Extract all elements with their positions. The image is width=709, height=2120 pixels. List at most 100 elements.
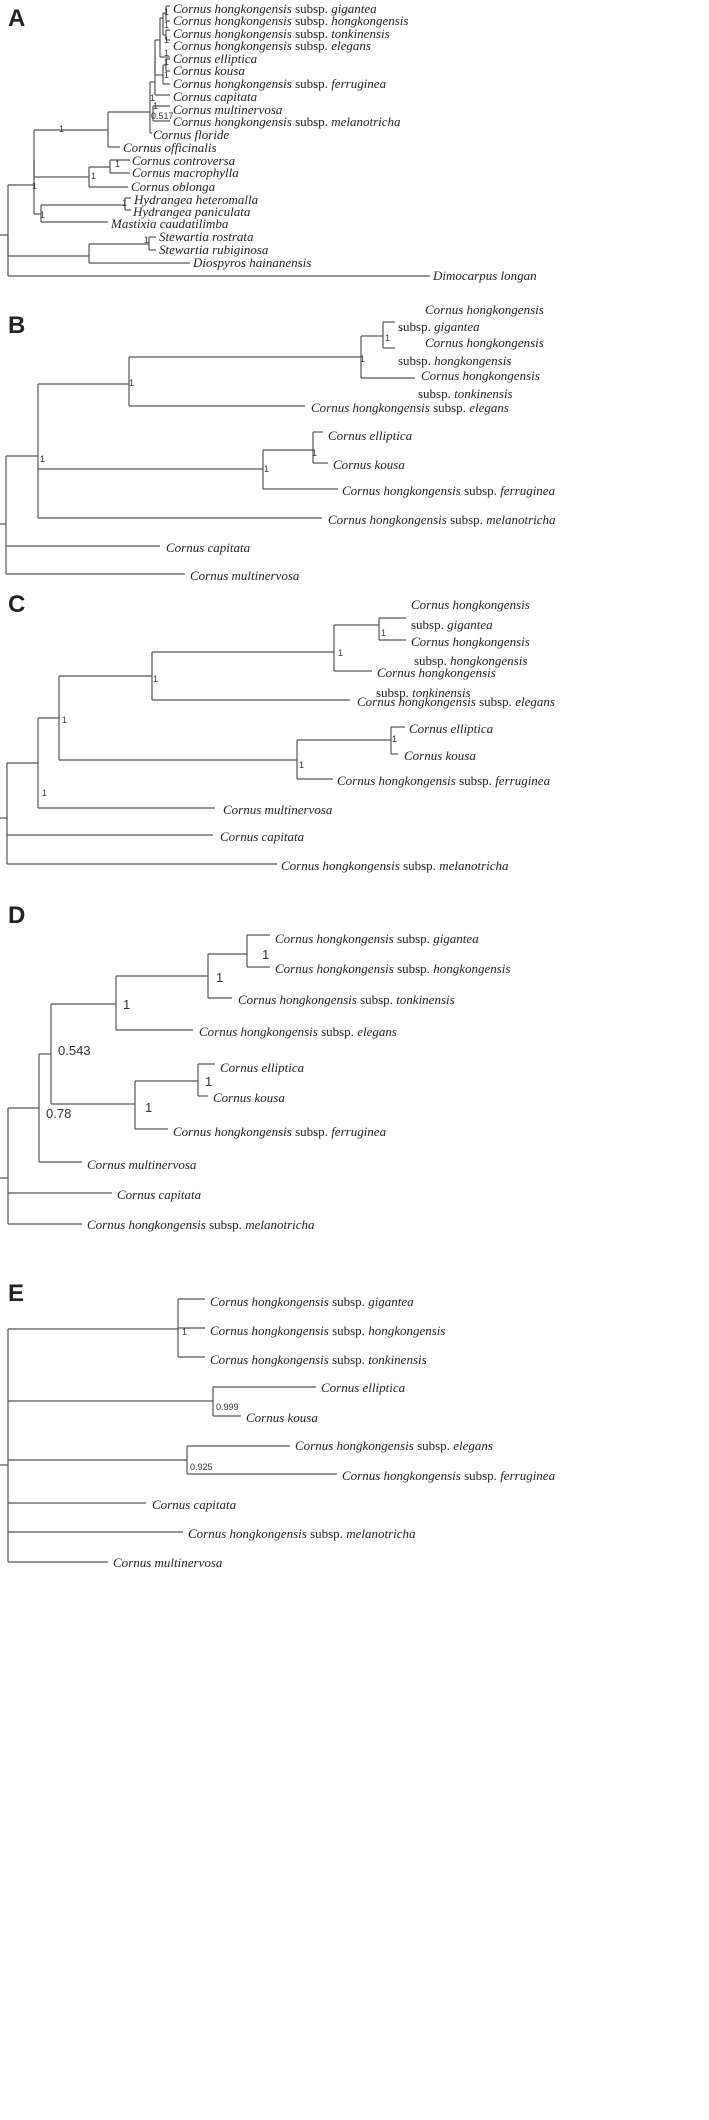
taxon-label: subsp. gigantea [411,617,493,632]
taxon-rank: subsp. [398,319,431,334]
taxon-genus-species: Cornus controversa [132,153,236,168]
taxon-rank: subsp. [430,400,466,415]
taxon-rank: subsp. [329,1352,365,1367]
taxon-genus-species: Cornus elliptica [328,428,413,443]
taxon-epithet: gigantea [365,1294,414,1309]
taxon-label: Cornus oblonga [131,179,216,194]
tree-panel-e: E Cornus hongkongensis subsp. giganteaCor… [0,1280,556,1570]
support-value: 1 [164,48,169,58]
taxon-label: Cornus hongkongensis subsp. tonkinensis [210,1352,427,1367]
taxon-genus-species: Cornus hongkongensis [173,13,292,28]
taxon-genus-species: Cornus hongkongensis [275,931,394,946]
taxon-genus-species: Stewartia rubiginosa [159,242,269,257]
taxon-label: Stewartia rubiginosa [159,242,269,257]
taxon-epithet: elegans [450,1438,493,1453]
taxon-rank: subsp. [461,1468,497,1483]
taxon-genus-species: Cornus officinalis [123,140,217,155]
taxon-epithet: hongkongensis [447,653,528,668]
taxon-label: Cornus hongkongensis subsp. ferruginea [337,773,551,788]
taxon-epithet: ferruginea [497,1468,556,1483]
taxon-genus-species: Stewartia rostrata [159,229,254,244]
tree-branches [0,934,270,1225]
taxon-genus-species: Cornus hongkongensis [173,76,292,91]
taxon-rank: subsp. [357,992,393,1007]
taxon-genus-species: Cornus multinervosa [190,568,300,583]
support-value: 1 [262,947,269,962]
taxon-genus-species: Cornus hongkongensis [238,992,357,1007]
taxon-genus-species: Cornus multinervosa [223,802,333,817]
support-value: 1 [164,35,169,45]
taxon-epithet: elegans [512,694,555,709]
taxon-epithet: melanotricha [483,512,556,527]
taxon-genus-species: Cornus hongkongensis [199,1024,318,1039]
taxon-rank: subsp. [292,1124,328,1139]
taxon-label: Cornus hongkongensis [411,597,530,612]
taxon-genus-species: Cornus hongkongensis [87,1217,206,1232]
taxon-label: Cornus hongkongensis subsp. ferruginea [342,1468,556,1483]
taxon-label: Cornus capitata [152,1497,237,1512]
taxon-label: Cornus hongkongensis [377,665,496,680]
panel-label: E [8,1280,24,1307]
support-value: 1 [164,57,169,67]
taxon-label: Cornus multinervosa [113,1555,223,1570]
taxon-label: Cornus hongkongensis subsp. melanotricha [188,1526,416,1541]
taxon-genus-species: Dimocarpus longan [432,268,537,283]
taxon-label: Cornus hongkongensis subsp. gigantea [210,1294,414,1309]
taxon-epithet: elegans [328,38,371,53]
taxon-genus-species: Cornus hongkongensis [425,335,544,350]
taxon-epithet: ferruginea [497,483,556,498]
taxon-label: Cornus hongkongensis [411,634,530,649]
taxon-label: Cornus controversa [132,153,236,168]
taxon-genus-species: Cornus multinervosa [87,1157,197,1172]
taxon-label: Cornus elliptica [409,721,494,736]
support-value: 1 [123,997,130,1012]
taxon-label: Cornus kousa [246,1410,318,1425]
taxon-genus-species: Cornus elliptica [321,1380,406,1395]
taxon-rank: subsp. [411,617,444,632]
taxon-epithet: melanotricha [242,1217,315,1232]
taxon-rank: subsp. [329,1294,365,1309]
taxon-genus-species: Cornus hongkongensis [173,1124,292,1139]
taxon-genus-species: Diospyros hainanensis [192,255,311,270]
taxon-label: subsp. hongkongensis [398,353,511,368]
taxon-label: Cornus hongkongensis subsp. melanotricha [328,512,556,527]
taxon-label: subsp. tonkinensis [376,685,471,700]
support-value: 1 [62,715,67,725]
taxon-label: Diospyros hainanensis [192,255,311,270]
taxon-genus-species: Cornus capitata [166,540,251,555]
support-value: 1 [59,124,64,134]
support-value: 1 [360,354,365,364]
taxon-genus-species: Cornus hongkongensis [357,694,476,709]
taxon-label: Cornus hongkongensis subsp. tonkinensis [173,26,390,41]
tree-branches [0,617,406,865]
taxon-genus-species: Mastixia caudatilimba [110,216,229,231]
taxon-epithet: elegans [354,1024,397,1039]
taxon-rank: subsp. [292,114,328,129]
taxon-label: Cornus hongkongensis [425,302,544,317]
taxon-genus-species: Cornus macrophylla [132,165,239,180]
support-value: 0.925 [190,1462,213,1472]
taxon-genus-species: Cornus hongkongensis [421,368,540,383]
taxon-rank: subsp. [292,26,328,41]
taxon-rank: subsp. [414,653,447,668]
taxon-genus-species: Cornus multinervosa [113,1555,223,1570]
support-value: 1 [40,210,45,220]
taxon-label: Cornus kousa [404,748,476,763]
taxon-epithet: melanotricha [328,114,401,129]
taxon-rank: subsp. [307,1526,343,1541]
taxon-label: Cornus hongkongensis subsp. elegans [199,1024,397,1039]
taxon-epithet: tonkinensis [409,685,471,700]
taxon-label: Mastixia caudatilimba [110,216,229,231]
support-value: 0.517 [151,111,174,121]
panel-label: D [8,902,25,929]
taxon-label: Cornus capitata [220,829,305,844]
support-value: 1 [40,454,45,464]
taxon-genus-species: Cornus elliptica [173,51,258,66]
taxon-rank: subsp. [394,961,430,976]
panel-label: C [8,591,25,618]
support-value: 0.543 [58,1043,91,1058]
taxon-label: Cornus hongkongensis subsp. elegans [311,400,509,415]
